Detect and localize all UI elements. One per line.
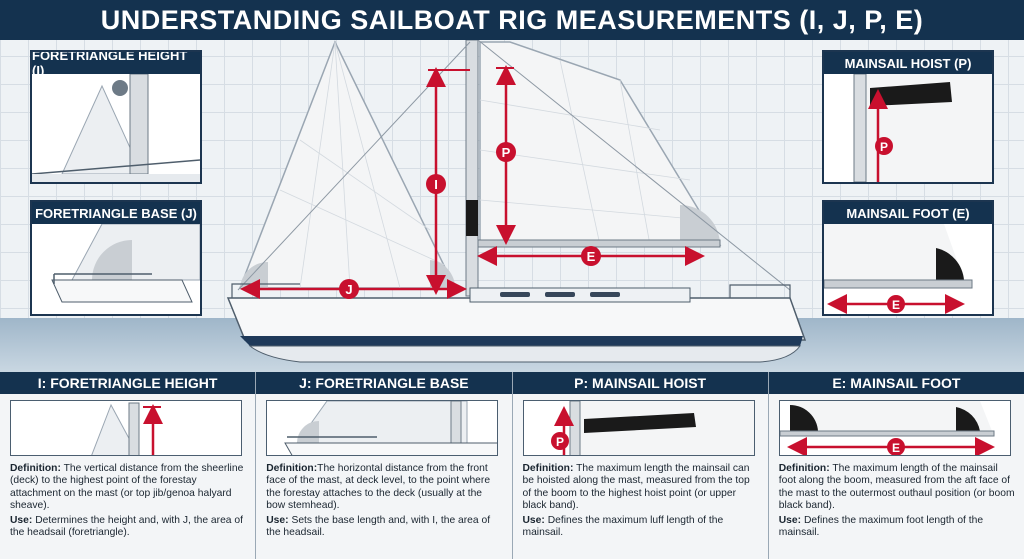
- use-label: Use:: [522, 515, 545, 527]
- hull: [226, 297, 807, 341]
- inset-mainsail-foot: MAINSAIL FOOT (E) E: [822, 200, 994, 316]
- inset-foretriangle-height: FORETRIANGLE HEIGHT (I): [30, 50, 202, 184]
- definition-label: Definition:: [778, 463, 830, 474]
- column-text: Definition: The maximum length the mains…: [523, 463, 759, 543]
- column-e: E: MAINSAIL FOOT E Definition: The maxim…: [768, 372, 1024, 559]
- column-badge: P: [555, 435, 563, 449]
- definition-label: Definition:: [266, 463, 318, 474]
- use-label: Use:: [778, 515, 802, 527]
- column-heading: I: FORETRIANGLE HEIGHT: [0, 372, 256, 394]
- definition-label: Definition:: [522, 463, 574, 474]
- hull-bottom: [248, 345, 801, 363]
- column-illustration: [266, 400, 499, 456]
- definition-text: The horizontal distance from the front f…: [266, 463, 491, 511]
- column-heading: E: MAINSAIL FOOT: [768, 372, 1024, 394]
- use-text: Defines the maximum luff length of the m…: [522, 515, 724, 539]
- use-text: Determines the height and, with J, the a…: [10, 515, 243, 539]
- i-badge: [426, 174, 446, 194]
- column-p: P: MAINSAIL HOIST P Definition: The maxi…: [512, 372, 769, 559]
- definition-text: The maximum length of the mainsail foot …: [778, 463, 1015, 511]
- column-i: I: FORETRIANGLE HEIGHT Definition: The v…: [0, 372, 257, 559]
- use-text: Defines the maximum foot length of the m…: [778, 515, 984, 539]
- backstay: [477, 40, 791, 291]
- use-label: Use:: [10, 515, 33, 527]
- definition-text: The vertical distance from the sheerline…: [10, 463, 244, 511]
- column-heading: J: FORETRIANGLE BASE: [256, 372, 512, 394]
- headsail-seams: [279, 41, 446, 289]
- mainsail: [479, 41, 722, 246]
- mast: [465, 40, 479, 297]
- column-text: Definition: The maximum length of the ma…: [779, 463, 1015, 543]
- p-badge: [496, 142, 516, 162]
- definition-text: The maximum length the mainsail can be h…: [522, 463, 750, 511]
- e-badge: [581, 246, 601, 266]
- j-badge-label: J: [345, 282, 352, 297]
- inset-title: FORETRIANGLE BASE (J): [32, 202, 200, 224]
- boom: [477, 239, 721, 248]
- inset-mainsail-hoist: MAINSAIL HOIST (P) P: [822, 50, 994, 184]
- column-text: Definition: The vertical distance from t…: [10, 463, 246, 543]
- cabin-windows: [500, 292, 620, 297]
- inset-badge: P: [880, 140, 888, 154]
- column-illustration: [10, 400, 242, 456]
- hull-stripe: [240, 336, 803, 346]
- p-badge-label: P: [502, 145, 511, 160]
- column-illustration: E: [778, 400, 1011, 456]
- column-badge: E: [892, 441, 900, 455]
- inset-illustration: [32, 74, 200, 182]
- sailboat-diagram: I J P E: [226, 40, 807, 363]
- definitions-panel: I: FORETRIANGLE HEIGHT Definition: The v…: [0, 372, 1024, 559]
- inset-badge: E: [892, 298, 900, 312]
- i-badge-label: I: [434, 177, 438, 192]
- definition-label: Definition:: [10, 463, 61, 474]
- column-text: Definition:The horizontal distance from …: [266, 463, 502, 543]
- column-illustration: P: [522, 400, 755, 456]
- cabin: [469, 287, 691, 303]
- inset-title: FORETRIANGLE HEIGHT (I): [32, 52, 200, 78]
- use-label: Use:: [266, 515, 289, 527]
- title-bar: UNDERSTANDING SAILBOAT RIG MEASUREMENTS …: [0, 0, 1024, 40]
- j-badge: [339, 279, 359, 299]
- inset-title: MAINSAIL HOIST (P): [824, 52, 992, 74]
- inset-foretriangle-base: FORETRIANGLE BASE (J): [30, 200, 202, 316]
- column-heading: P: MAINSAIL HOIST: [512, 372, 768, 394]
- inset-illustration: E: [824, 224, 973, 314]
- use-text: Sets the base length and, with I, the ar…: [266, 515, 491, 539]
- e-badge-label: E: [587, 249, 596, 264]
- inset-title: MAINSAIL FOOT (E): [824, 202, 992, 224]
- page-title: UNDERSTANDING SAILBOAT RIG MEASUREMENTS …: [100, 4, 924, 35]
- inset-illustration: [51, 224, 200, 303]
- mainsail-clew-patch: [680, 205, 720, 245]
- inset-illustration: P: [853, 74, 992, 182]
- column-j: J: FORETRIANGLE BASE Definition:The hori…: [256, 372, 513, 559]
- mast-black-band: [466, 200, 478, 236]
